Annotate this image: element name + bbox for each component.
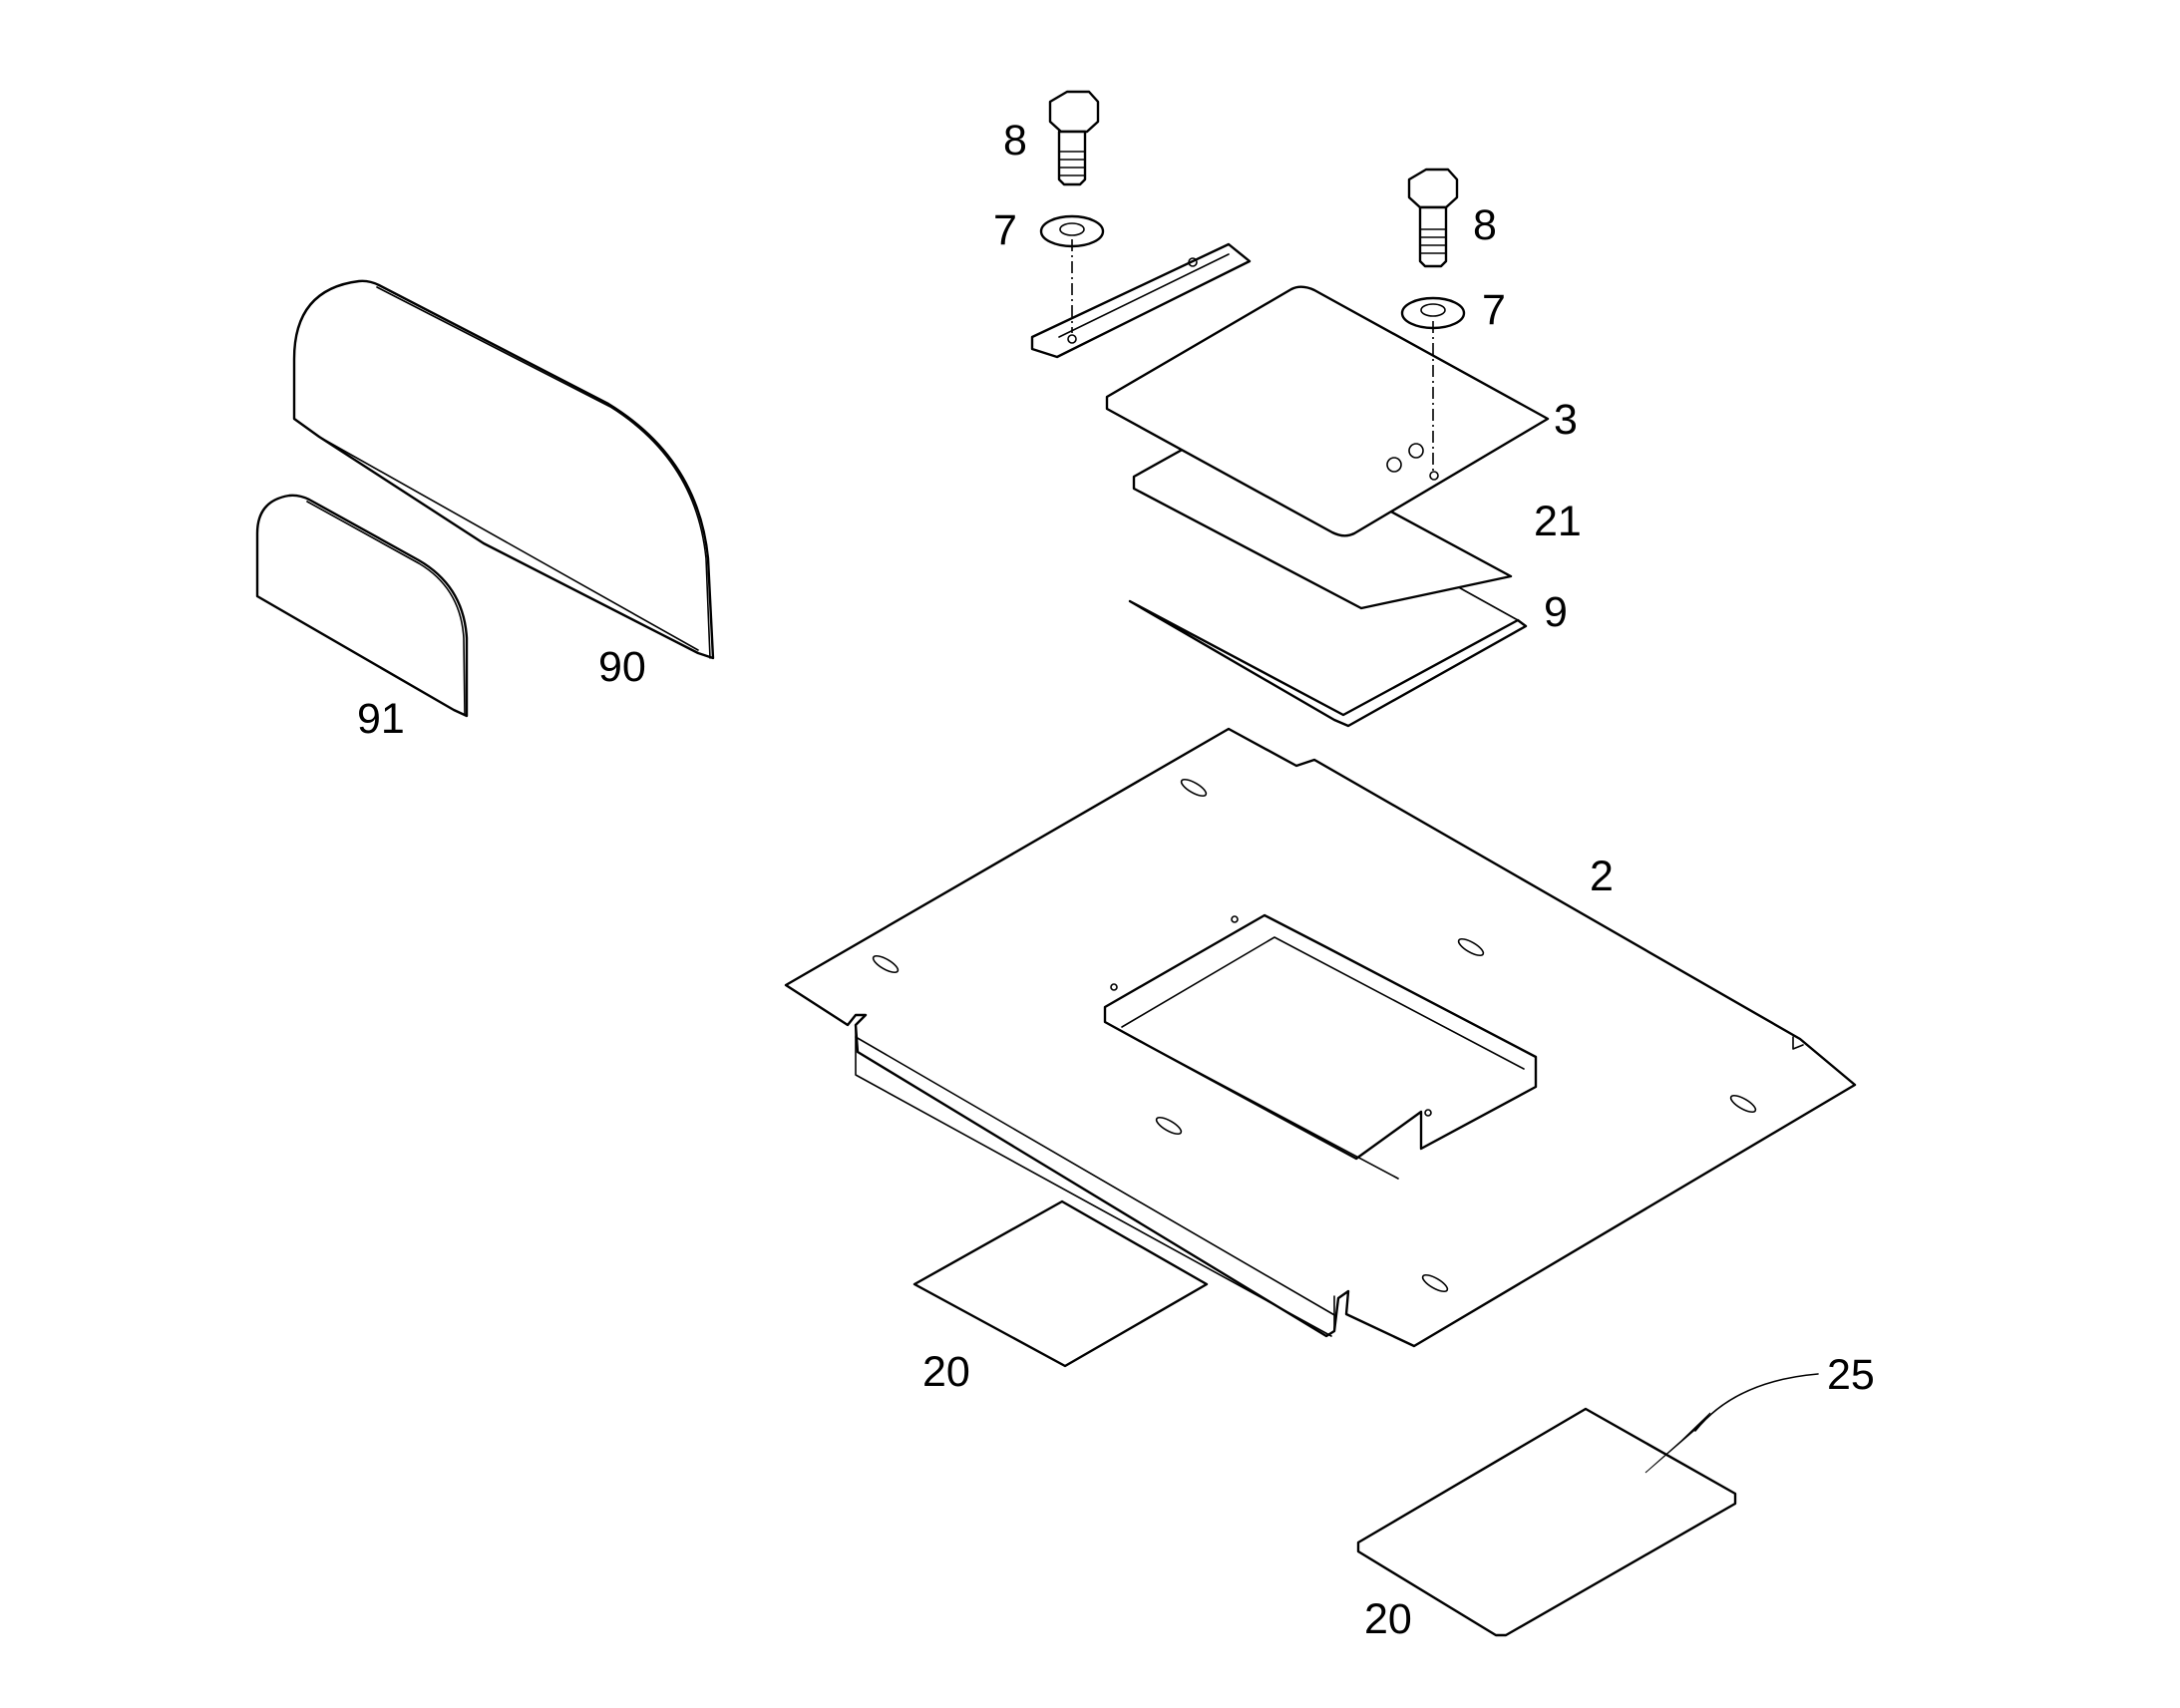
pad-right	[1356, 1407, 1737, 1637]
cover-plate	[1105, 285, 1550, 537]
side-panel-small	[255, 494, 469, 718]
label-pad-left: 20	[922, 1348, 970, 1396]
label-bolt-left: 8	[1003, 117, 1027, 165]
label-washer-left: 7	[993, 206, 1017, 254]
pointer-arrow	[1644, 1373, 1819, 1474]
seal-frame	[1128, 579, 1528, 728]
label-surface-pointer: 25	[1827, 1351, 1875, 1399]
label-seal-frame: 9	[1544, 588, 1568, 636]
label-washer-right: 7	[1482, 286, 1506, 334]
label-cover-plate: 3	[1554, 396, 1578, 444]
label-bolt-right: 8	[1473, 201, 1497, 249]
label-pad-right: 20	[1364, 1595, 1412, 1643]
bolt-right-assembly	[1400, 168, 1466, 474]
label-gasket-sheet: 21	[1534, 498, 1582, 545]
pad-left	[912, 1199, 1209, 1368]
bolt-left-assembly	[1039, 90, 1105, 333]
label-panel-small: 91	[357, 695, 405, 743]
hinge-strip	[1030, 242, 1252, 359]
side-panel-large	[292, 279, 715, 660]
label-panel-large: 90	[598, 643, 646, 691]
label-base-plate: 2	[1590, 853, 1614, 900]
base-plate	[784, 727, 1857, 1348]
